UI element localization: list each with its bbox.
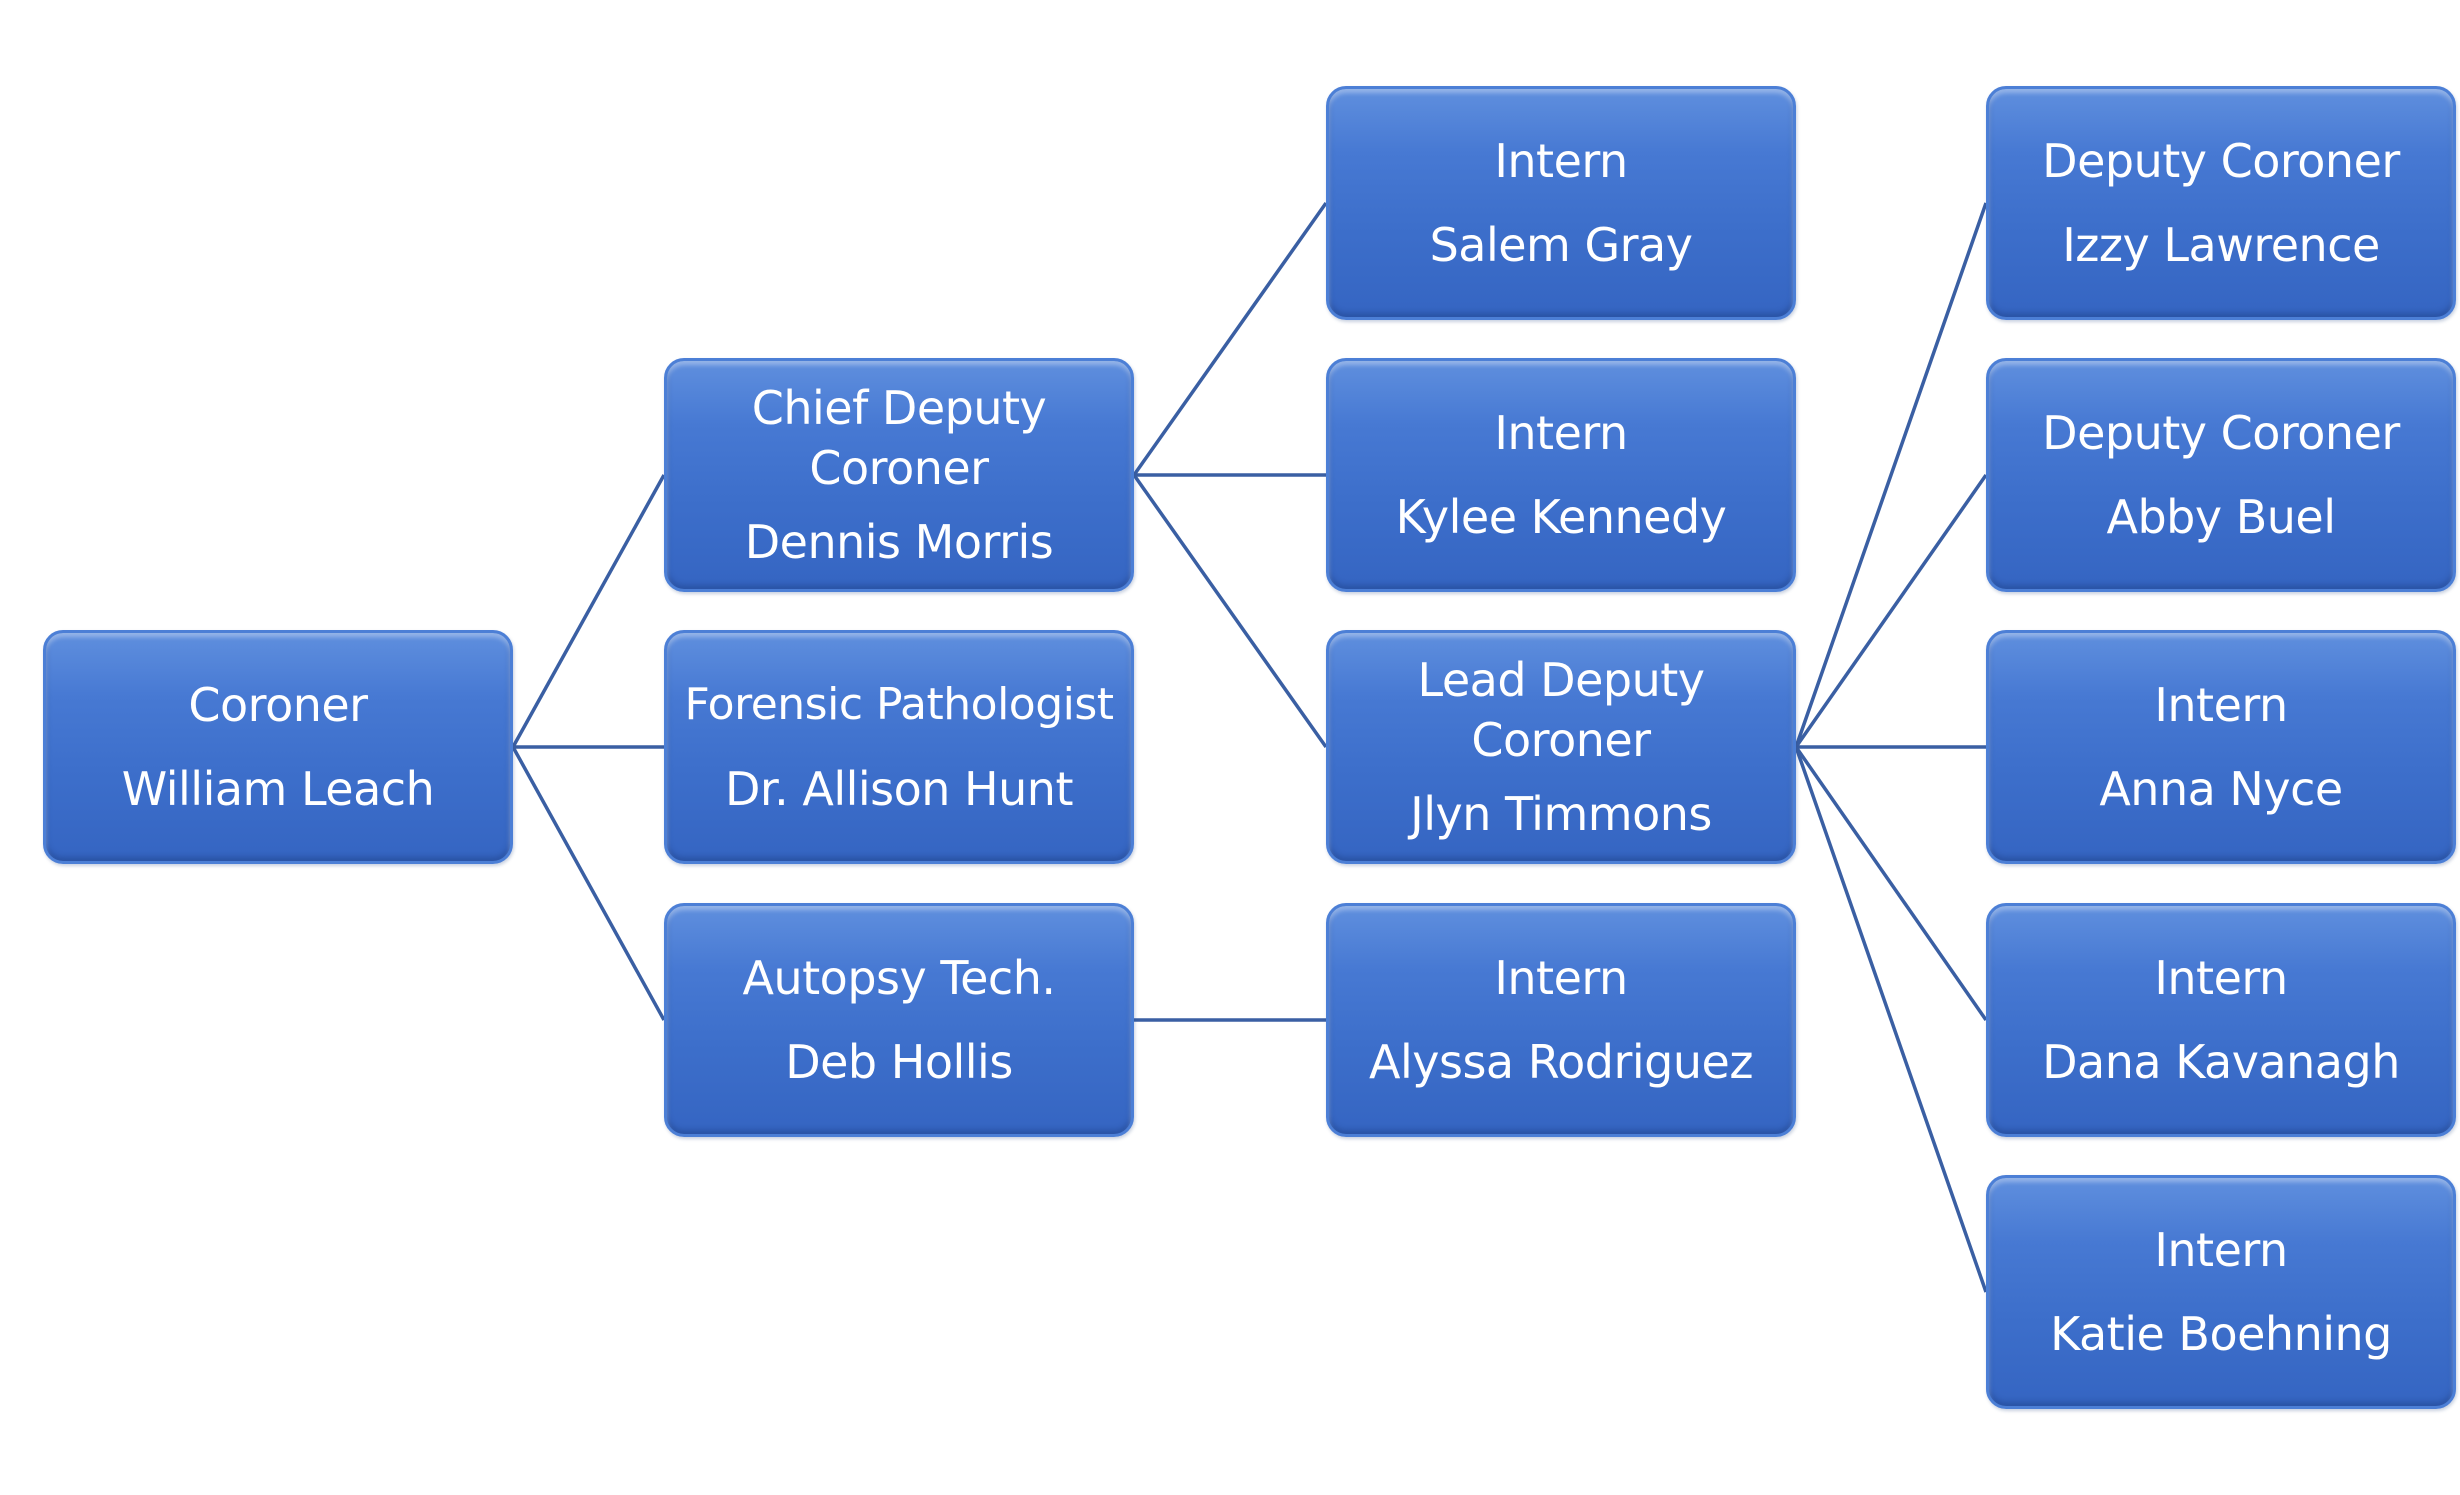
node-person-name: Katie Boehning bbox=[2050, 1307, 2392, 1361]
node-deputy-coroner-izzy-lawrence[interactable]: Deputy Coroner Izzy Lawrence bbox=[1986, 86, 2456, 320]
connector-lead_deputy-to-intern_dana bbox=[1794, 746, 1988, 1021]
node-role: Intern bbox=[2154, 951, 2288, 1005]
node-intern-dana-kavanagh[interactable]: Intern Dana Kavanagh bbox=[1986, 903, 2456, 1137]
node-intern-salem-gray[interactable]: Intern Salem Gray bbox=[1326, 86, 1796, 320]
node-role: Coroner bbox=[188, 678, 368, 732]
node-role: Intern bbox=[1494, 406, 1628, 460]
node-chief-deputy-coroner[interactable]: Chief Deputy Coroner Dennis Morris bbox=[664, 358, 1134, 592]
node-role: Autopsy Tech. bbox=[742, 951, 1056, 1005]
node-role: Deputy Coroner bbox=[2042, 134, 2400, 188]
node-person-name: William Leach bbox=[121, 762, 435, 816]
node-role: Intern bbox=[2154, 678, 2288, 732]
node-person-name: Alyssa Rodriguez bbox=[1369, 1035, 1753, 1089]
connector-lead_deputy-to-deputy_izzy bbox=[1794, 202, 1988, 748]
node-coroner[interactable]: Coroner William Leach bbox=[43, 630, 513, 864]
node-intern-katie-boehning[interactable]: Intern Katie Boehning bbox=[1986, 1175, 2456, 1409]
node-person-name: Salem Gray bbox=[1429, 218, 1693, 272]
node-role: Lead Deputy Coroner bbox=[1417, 653, 1705, 767]
node-person-name: Dr. Allison Hunt bbox=[725, 762, 1073, 816]
node-intern-anna-nyce[interactable]: Intern Anna Nyce bbox=[1986, 630, 2456, 864]
node-intern-alyssa-rodriguez[interactable]: Intern Alyssa Rodriguez bbox=[1326, 903, 1796, 1137]
connector-coroner-to-chief_deputy bbox=[511, 474, 666, 748]
connector-coroner-to-autopsy_tech bbox=[511, 746, 666, 1021]
node-person-name: Dennis Morris bbox=[744, 515, 1054, 569]
node-person-name: Abby Buel bbox=[2106, 490, 2336, 544]
node-role: Intern bbox=[1494, 134, 1628, 188]
node-role: Intern bbox=[1494, 951, 1628, 1005]
node-intern-kylee-kennedy[interactable]: Intern Kylee Kennedy bbox=[1326, 358, 1796, 592]
node-person-name: Dana Kavanagh bbox=[2042, 1035, 2400, 1089]
connector-lead_deputy-to-deputy_abby bbox=[1794, 473, 1988, 749]
connector-chief_deputy-to-lead_deputy bbox=[1132, 473, 1328, 749]
connector-lead_deputy-to-intern_katie bbox=[1794, 746, 1988, 1293]
node-person-name: Izzy Lawrence bbox=[2062, 218, 2380, 272]
node-person-name: Deb Hollis bbox=[785, 1035, 1013, 1089]
connector-chief_deputy-to-intern_salem bbox=[1132, 201, 1328, 477]
node-role: Chief Deputy Coroner bbox=[751, 381, 1047, 495]
node-role: Forensic Pathologist bbox=[684, 679, 1114, 730]
node-person-name: Kylee Kennedy bbox=[1395, 490, 1727, 544]
node-person-name: Anna Nyce bbox=[2099, 762, 2343, 816]
node-forensic-pathologist[interactable]: Forensic Pathologist Dr. Allison Hunt bbox=[664, 630, 1134, 864]
node-autopsy-tech[interactable]: Autopsy Tech. Deb Hollis bbox=[664, 903, 1134, 1137]
node-lead-deputy-coroner[interactable]: Lead Deputy Coroner Jlyn Timmons bbox=[1326, 630, 1796, 864]
node-deputy-coroner-abby-buel[interactable]: Deputy Coroner Abby Buel bbox=[1986, 358, 2456, 592]
node-role: Intern bbox=[2154, 1223, 2288, 1277]
node-role: Deputy Coroner bbox=[2042, 406, 2400, 460]
node-person-name: Jlyn Timmons bbox=[1410, 787, 1712, 841]
